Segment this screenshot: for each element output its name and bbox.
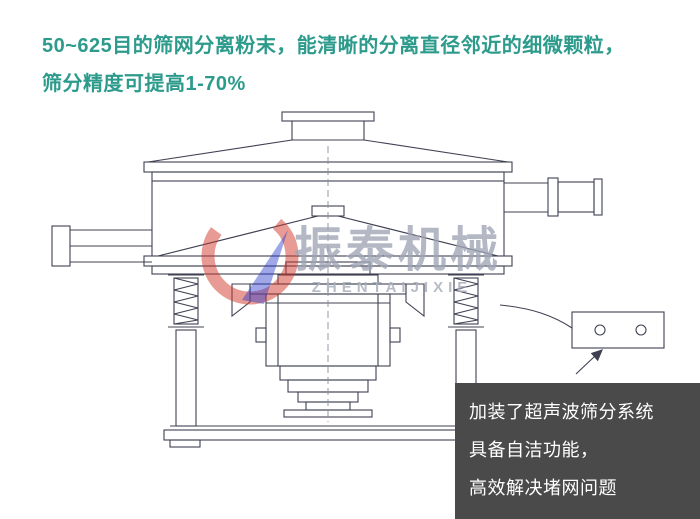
pointer-arrow [575,349,603,375]
headline-line1: 50~625目的筛网分离粉末，能清晰的分离直径邻近的细微颗粒， [42,35,625,57]
headline: 50~625目的筛网分离粉末，能清晰的分离直径邻近的细微颗粒， 筛分精度可提高1… [42,27,672,103]
feed-inlet [281,111,375,141]
ultrasonic-transducer-box [571,311,665,349]
callout-line-2: 具备自洁功能， [469,440,599,460]
watermark-latin-text: ZHENTAIJIXIE [312,279,473,296]
callout-line-3: 高效解决堵网问题 [469,478,617,498]
support-column-left [175,329,197,427]
headline-line2: 筛分精度可提高1-70% [42,73,246,95]
right-discharge-outlet [504,177,603,217]
watermark: 振泰机械 ZHENTAIJIXIE [201,207,502,305]
spring-left [167,274,205,328]
ultrasonic-cable [499,304,573,329]
callout-line-1: 加装了超声波筛分系统 [469,402,654,422]
left-discharge-outlet [51,225,152,267]
drum-body [151,181,505,256]
callout-box: 加装了超声波筛分系统 具备自洁功能， 高效解决堵网问题 [455,383,700,519]
watermark-brand-text: 振泰机械 [294,224,502,277]
lid-cone [147,139,509,163]
